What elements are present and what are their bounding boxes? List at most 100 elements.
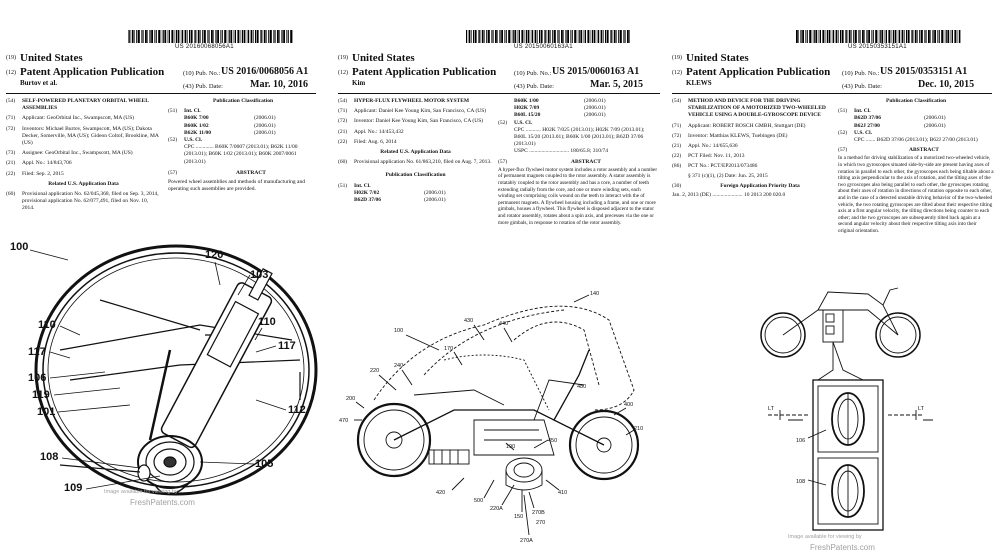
left-column: (54)HYPER-FLUX FLYWHEEL MOTOR SYSTEM (71… [338,98,492,204]
barcode-bar [190,30,193,43]
barcode-bar [484,30,485,43]
figure-label: 270 [536,520,545,526]
barcode-bar [576,30,578,43]
figure-label: 110 [258,316,276,328]
watermark-caption: Image available for viewing by [788,534,862,540]
barcode-bar [155,30,157,43]
barcode-bar [160,30,162,43]
barcode-bar [851,30,852,43]
barcode-bar [824,30,826,43]
left-column: (54)METHOD AND DEVICE FOR THE DRIVING ST… [672,98,826,199]
barcode-bar [859,30,861,43]
barcode-bar [510,30,512,43]
barcode-bar [901,30,904,43]
barcode-bar [828,30,831,43]
figure-label: 430 [464,318,473,324]
barcode-bar [914,30,917,43]
abstract: Powered wheel assemblies and methods of … [168,179,306,193]
barcode-bar [255,30,257,43]
figure-label: 440 [499,321,508,327]
barcode-bar [879,30,881,43]
barcode-bar [606,30,609,43]
barcode-bar [848,30,851,43]
barcode-bar [497,30,498,43]
barcode-bar [558,30,560,43]
barcode-bar [868,30,870,43]
barcode-bar [819,30,821,43]
barcode-bar [866,30,868,43]
barcode-bar [580,30,583,43]
barcode-bar [930,30,931,43]
barcode-bar [557,30,558,43]
right-column: Publication Classification (51)Int. Cl. … [838,98,994,234]
country: United States [686,52,749,64]
barcode-bar [904,30,905,43]
figure-label: 470 [339,418,348,424]
figure-label: 420 [436,490,445,496]
barcode-bar [180,30,182,43]
barcode-bar [149,30,151,43]
barcode-bar [800,30,802,43]
barcode-bar [552,30,554,43]
barcode-bar [248,30,250,43]
barcode-bar [523,30,525,43]
barcode-bar [211,30,213,43]
barcode-bar [598,30,600,43]
barcode-bar [589,30,591,43]
barcode-bar [888,30,891,43]
barcode-bar [616,30,617,43]
barcode-bar [281,30,283,43]
barcode-bar [290,30,292,43]
barcode-bar [565,30,567,43]
barcode-bar [802,30,804,43]
figure-label: 120 [205,249,223,261]
barcode-bar [872,30,874,43]
barcode-bar [629,30,630,43]
barcode-bar [845,30,846,43]
abstract: A hyper-flux flywheel motor system inclu… [498,166,658,226]
barcode-bar [283,30,285,43]
barcode-bar [627,30,629,43]
barcode-bar [924,30,925,43]
barcode-bar [956,30,958,43]
barcode-bar [603,30,604,43]
barcode-bar [499,30,501,43]
barcode-bar [620,30,622,43]
barcode-bar [279,30,280,43]
barcode-bar [596,30,598,43]
barcode-bar [246,30,248,43]
barcode-bar [587,30,590,43]
pub-number: US 2016/0068056 A1 [221,66,309,77]
watermark: FreshPatents.com [810,543,875,552]
barcode-bar [471,30,472,43]
barcode-bar [544,30,545,43]
barcode-bar [950,30,952,43]
barcode-bar [881,30,884,43]
barcode-bar [941,30,943,43]
barcode-bar [200,30,201,43]
figure-label: 101 [37,406,55,418]
barcode-bar [805,30,806,43]
figure-label: 270B [532,510,545,516]
country: United States [20,52,83,64]
barcode-bar [167,30,169,43]
barcode-bar [481,30,484,43]
patent-page-1: US 20160068056A1 (19) United States (12)… [0,0,332,560]
watermark-caption: Image available for viewing by [104,489,178,495]
barcode-bar [815,30,818,43]
barcode-bar [142,30,144,43]
barcode-bar [270,30,272,43]
barcode-bar [855,30,857,43]
barcode-bar [822,30,825,43]
country: United States [352,52,415,64]
barcode-bar [534,30,537,43]
figure-label: 108 [796,479,805,485]
barcode-bar [611,30,613,43]
barcode-bar [840,30,842,43]
barcode-bar [537,30,538,43]
barcode-bar [486,30,488,43]
barcode-bar [532,30,534,43]
right-column: Publication Classification (51)Int. Cl. … [168,98,318,193]
figure-label: 400 [624,402,633,408]
barcode-bar [943,30,945,43]
